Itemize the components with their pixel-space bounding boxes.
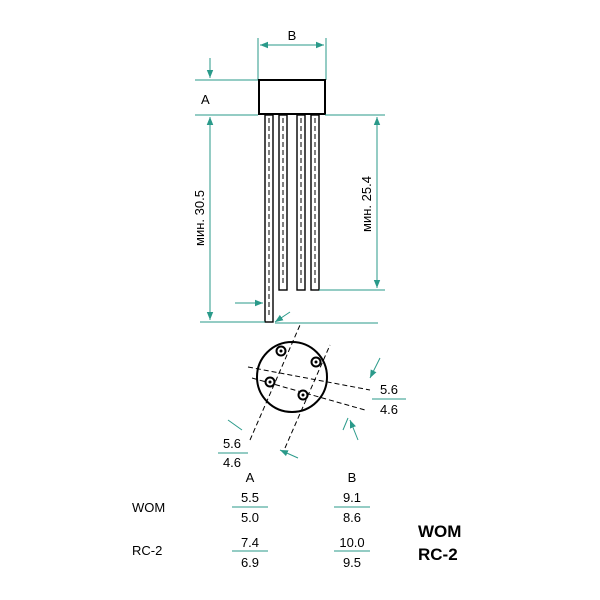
row-name: WOM: [132, 500, 165, 515]
min-30-5-label: мин. 30.5: [192, 190, 207, 246]
side-view: B A мин. 30.5: [192, 28, 385, 324]
dimension-b: B: [257, 28, 327, 80]
package-names: WOM RC-2: [418, 522, 461, 564]
table-header-b: B: [348, 470, 357, 485]
dimension-b-label: B: [288, 28, 297, 43]
row-a-max: 5.5: [241, 490, 259, 505]
spacing-dimension-left: 5.6 4.6: [218, 419, 299, 470]
dimension-min-30-5: мин. 30.5: [192, 117, 265, 323]
spacing-right-top: 5.6: [380, 382, 398, 397]
package-outline-circle: [256, 341, 328, 413]
dimension-a: A: [195, 58, 258, 130]
row-a-max: 7.4: [241, 535, 259, 550]
spacing-left-top: 5.6: [223, 436, 241, 451]
row-a-min: 5.0: [241, 510, 259, 525]
table-row: WOM 5.5 5.0 9.1 8.6: [132, 490, 370, 525]
row-name: RC-2: [132, 543, 162, 558]
table-row: RC-2 7.4 6.9 10.0 9.5: [132, 535, 370, 570]
row-b-min: 8.6: [343, 510, 361, 525]
dimension-table: A B WOM 5.5 5.0 9.1 8.6 RC-2 7.4 6.9 10.…: [132, 470, 370, 570]
dimension-min-25-4: мин. 25.4: [319, 114, 385, 291]
dimension-a-label: A: [201, 92, 210, 107]
pins: [264, 345, 322, 401]
row-b-min: 9.5: [343, 555, 361, 570]
lead-width-mark: [235, 299, 378, 324]
row-b-max: 9.1: [343, 490, 361, 505]
spacing-left-bottom: 4.6: [223, 455, 241, 470]
spacing-dimension-right: 5.6 4.6: [342, 357, 406, 441]
table-header-a: A: [246, 470, 255, 485]
bottom-view: 5.6 4.6 5.6 4.6: [218, 324, 406, 470]
row-a-min: 6.9: [241, 555, 259, 570]
package-body: [258, 79, 326, 115]
min-25-4-label: мин. 25.4: [359, 176, 374, 232]
package-name-rc2: RC-2: [418, 545, 458, 564]
leads: [264, 114, 320, 323]
row-b-max: 10.0: [339, 535, 364, 550]
spacing-right-bottom: 4.6: [380, 402, 398, 417]
package-name-wom: WOM: [418, 522, 461, 541]
